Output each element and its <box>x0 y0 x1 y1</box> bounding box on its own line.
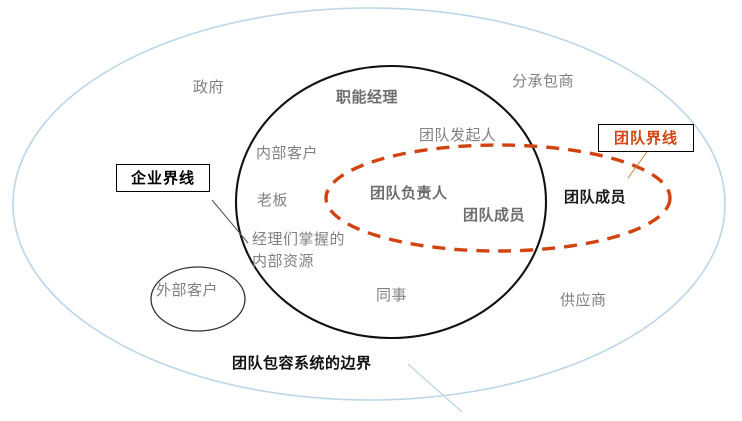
diagram-caption: 团队包容系统的边界 <box>232 354 372 372</box>
label-colleague: 同事 <box>376 286 408 304</box>
enterprise-boundary-callout[interactable]: 企业界线 <box>116 164 210 192</box>
label-team-leader: 团队负责人 <box>370 184 448 202</box>
label-internal-resources-line2: 内部资源 <box>252 252 315 270</box>
team-boundary-ellipse <box>324 143 672 253</box>
label-team-member-inside: 团队成员 <box>463 206 526 224</box>
outer-system-boundary-ellipse <box>12 7 726 401</box>
team-boundary-callout[interactable]: 团队界线 <box>598 124 694 152</box>
enterprise-callout-leader-line <box>211 199 249 244</box>
team-callout-leader-line <box>627 151 648 179</box>
label-external-customer: 外部客户 <box>156 281 219 299</box>
label-boss: 老板 <box>257 191 289 209</box>
enterprise-boundary-ellipse <box>234 64 548 340</box>
label-team-sponsor: 团队发起人 <box>419 126 497 144</box>
team-boundary-callout-label: 团队界线 <box>613 128 678 147</box>
label-supplier: 供应商 <box>560 291 607 309</box>
label-subcontractor: 分承包商 <box>512 72 575 90</box>
external-customer-ellipse <box>150 266 246 332</box>
enterprise-boundary-callout-label: 企业界线 <box>130 168 195 187</box>
label-team-member-outside: 团队成员 <box>564 188 627 206</box>
label-functional-manager: 职能经理 <box>336 88 399 106</box>
label-government: 政府 <box>193 78 225 96</box>
label-internal-resources-line1: 经理们掌握的 <box>252 230 346 248</box>
caption-leader-line <box>407 363 463 413</box>
label-internal-customer: 内部客户 <box>256 144 319 162</box>
